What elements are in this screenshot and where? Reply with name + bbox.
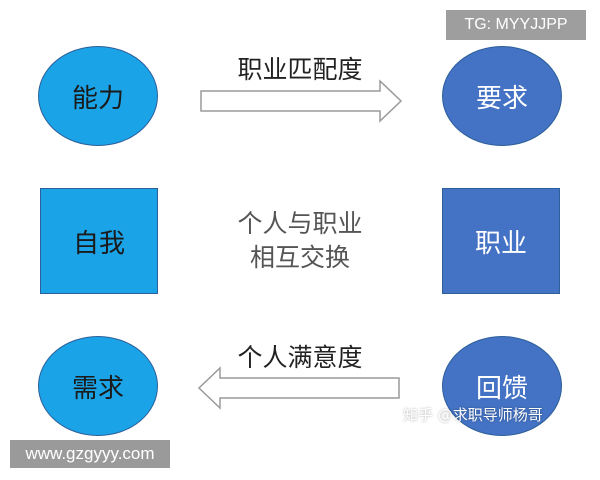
return-label: 回馈 — [475, 373, 528, 404]
top-arrow-label: 职业匹配度 — [237, 55, 363, 84]
needs-node: 需求 — [38, 336, 158, 436]
requirement-label: 要求 — [475, 83, 528, 114]
bottom-arrow-label: 个人满意度 — [237, 343, 363, 372]
career-node: 职业 — [442, 188, 560, 294]
center-text-line1: 个人与职业 — [237, 209, 363, 238]
center-text-line2: 相互交换 — [249, 243, 350, 272]
right-arrow — [200, 79, 403, 123]
requirement-node: 要求 — [442, 46, 562, 146]
zhihu-watermark: 知乎 @求职导师杨哥 — [403, 406, 543, 424]
needs-label: 需求 — [71, 373, 124, 404]
url-watermark: www.gzgyyy.com — [10, 440, 170, 468]
career-label: 职业 — [474, 228, 527, 259]
self-label: 自我 — [72, 228, 125, 259]
tg-watermark: TG: MYYJJPP — [446, 10, 586, 40]
center-text: 个人与职业 相互交换 — [200, 207, 400, 275]
return-node: 回馈 — [442, 336, 562, 436]
ability-label: 能力 — [71, 83, 124, 114]
self-node: 自我 — [40, 188, 158, 294]
left-arrow — [197, 366, 400, 410]
ability-node: 能力 — [38, 46, 158, 146]
